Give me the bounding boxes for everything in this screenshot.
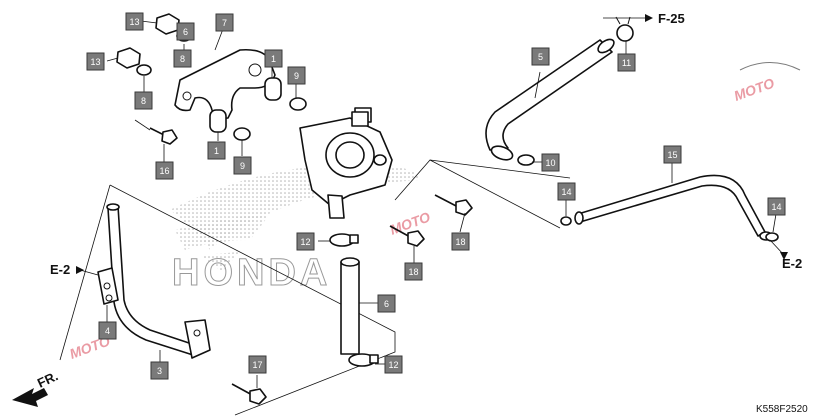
callout-number: 14 — [771, 202, 781, 212]
callout-number: 1 — [214, 146, 219, 156]
callout-number: 9 — [294, 71, 299, 81]
collar — [233, 127, 251, 141]
callout-c5: 5 — [531, 47, 550, 66]
callout-number: 16 — [159, 166, 169, 176]
callout-number: 1 — [271, 54, 276, 64]
callout-number: 4 — [105, 326, 110, 336]
callout-number: 12 — [388, 360, 398, 370]
callout-c14a: 14 — [557, 182, 576, 201]
callout-boxes: 13 6 7 8 13 8 1 9 1 9 16 5 11 10 15 14 14 12 18 18 6 12 4 3 17 — [86, 12, 786, 380]
svg-text:FR.: FR. — [35, 368, 60, 390]
bolt — [389, 225, 425, 247]
collar — [289, 97, 307, 111]
honda-watermark-text: HONDA — [172, 252, 331, 294]
callout-c4: 4 — [98, 321, 117, 340]
washer — [136, 64, 152, 76]
callout-c8b: 8 — [134, 91, 153, 110]
air-pipe — [574, 174, 773, 241]
hose-clamp — [517, 154, 535, 166]
callout-c7: 7 — [215, 13, 234, 32]
bolt — [231, 383, 267, 405]
clip — [560, 216, 572, 226]
hose-clamp — [615, 16, 634, 42]
callout-c1b: 1 — [207, 141, 226, 160]
callout-number: 14 — [561, 187, 571, 197]
callout-number: 13 — [129, 17, 139, 27]
clip — [765, 232, 779, 242]
callout-c9a: 9 — [287, 66, 306, 85]
exhaust-air-pipe — [97, 203, 211, 359]
callout-c17: 17 — [248, 355, 267, 374]
callout-c16: 16 — [155, 161, 174, 180]
callout-number: 3 — [157, 366, 162, 376]
callout-c10: 10 — [541, 153, 560, 172]
ref-label-f25: F-25 — [658, 11, 685, 26]
front-direction-arrow: FR. — [12, 368, 60, 407]
callout-c6b: 6 — [377, 294, 396, 313]
hex-nut — [116, 47, 141, 69]
arrow-down-icon — [780, 252, 788, 260]
callout-number: 9 — [240, 161, 245, 171]
grommet — [264, 77, 282, 101]
callout-number: 8 — [141, 96, 146, 106]
callout-number: 6 — [183, 27, 188, 37]
callout-c13: 13 — [125, 12, 144, 31]
air-injection-valve — [299, 107, 393, 219]
callout-number: 7 — [222, 18, 227, 28]
assembly-outline — [59, 119, 571, 416]
callout-number: 6 — [384, 299, 389, 309]
air-hose-lower — [340, 257, 360, 355]
moto-logo-watermark: MOTO — [732, 62, 801, 104]
callout-number: 11 — [622, 58, 631, 68]
callout-number: 18 — [455, 237, 465, 247]
hose-clamp — [348, 353, 379, 367]
bolt — [434, 194, 473, 216]
bolt — [149, 127, 178, 145]
arrow-right-icon — [76, 266, 84, 274]
ref-label-e2-left: E-2 — [50, 262, 70, 277]
callout-number: 8 — [180, 54, 185, 64]
hose-clamp — [329, 233, 359, 247]
callout-number: 17 — [252, 360, 262, 370]
svg-text:MOTO: MOTO — [732, 75, 777, 104]
callout-c12b: 12 — [384, 355, 403, 374]
diagram-code: K558F2520 — [756, 404, 808, 415]
callout-c11: 11 — [617, 53, 636, 72]
callout-number: 15 — [667, 150, 677, 160]
callout-c9b: 9 — [233, 156, 252, 175]
hex-nut — [155, 13, 180, 35]
air-hose-upper — [485, 38, 615, 161]
callout-leaders — [79, 17, 785, 388]
callout-c3: 3 — [150, 361, 169, 380]
callout-c14b: 14 — [767, 197, 786, 216]
callout-c18a: 18 — [451, 232, 470, 251]
callout-c1a: 1 — [264, 49, 283, 68]
callout-number: 12 — [300, 237, 310, 247]
callout-c13b: 13 — [86, 52, 105, 71]
callout-c12a: 12 — [296, 232, 315, 251]
callout-number: 13 — [90, 57, 100, 67]
callout-c15: 15 — [663, 145, 682, 164]
callout-c8a: 8 — [173, 49, 192, 68]
arrow-right-icon — [645, 14, 653, 22]
grommet — [209, 109, 227, 133]
callout-c6a: 6 — [176, 22, 195, 41]
callout-c18b: 18 — [404, 262, 423, 281]
ref-label-e2-right: E-2 — [782, 256, 802, 271]
callout-number: 10 — [545, 158, 555, 168]
callout-number: 18 — [408, 267, 418, 277]
callout-number: 5 — [538, 52, 543, 62]
